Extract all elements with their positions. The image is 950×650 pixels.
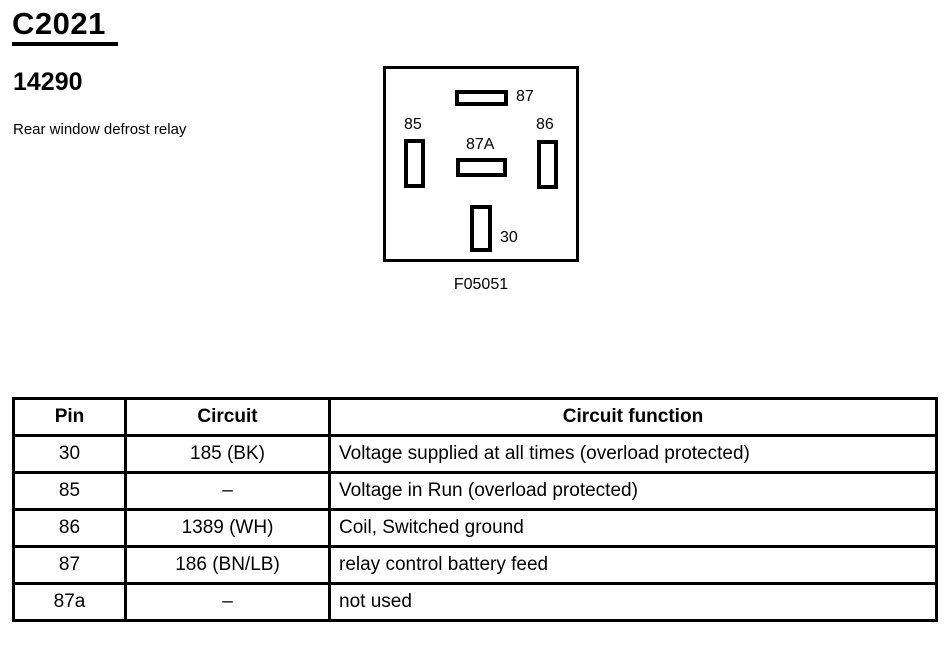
column-header-circuit: Circuit: [124, 397, 331, 437]
diagram-figure-number: F05051: [453, 276, 509, 293]
terminal-blade-86: [537, 140, 558, 189]
cell-circuit: –: [124, 582, 331, 622]
cell-pin: 30: [12, 434, 127, 474]
cell-circuit: 186 (BN/LB): [124, 545, 331, 585]
terminal-blade-87: [455, 90, 508, 106]
part-number: 14290: [13, 68, 83, 96]
terminal-blade-30: [470, 205, 492, 252]
terminal-blade-85: [404, 139, 425, 188]
terminal-label-87: 87: [516, 88, 534, 105]
pin-assignment-table: Pin Circuit Circuit function 30 185 (BK)…: [12, 397, 938, 622]
terminal-label-30: 30: [500, 229, 518, 246]
cell-pin: 85: [12, 471, 127, 511]
cell-circuit: 185 (BK): [124, 434, 331, 474]
table-header-row: Pin Circuit Circuit function: [12, 397, 938, 437]
cell-function: not used: [328, 582, 938, 622]
connector-id-underline: [12, 42, 118, 46]
cell-function: Voltage in Run (overload protected): [328, 471, 938, 511]
table-row: 86 1389 (WH) Coil, Switched ground: [12, 508, 938, 548]
cell-pin: 87: [12, 545, 127, 585]
cell-pin: 87a: [12, 582, 127, 622]
column-header-pin: Pin: [12, 397, 127, 437]
terminal-label-86: 86: [536, 116, 554, 133]
cell-circuit: 1389 (WH): [124, 508, 331, 548]
table-row: 87a – not used: [12, 582, 938, 622]
relay-pinout-diagram: 87 85 86 87A 30: [383, 66, 579, 262]
terminal-label-87a: 87A: [466, 136, 495, 153]
cell-function: Coil, Switched ground: [328, 508, 938, 548]
terminal-label-85: 85: [404, 116, 422, 133]
table-row: 30 185 (BK) Voltage supplied at all time…: [12, 434, 938, 474]
component-description: Rear window defrost relay: [13, 121, 187, 138]
cell-circuit: –: [124, 471, 331, 511]
table-row: 85 – Voltage in Run (overload protected): [12, 471, 938, 511]
terminal-blade-87a: [456, 158, 507, 177]
column-header-circuit-function: Circuit function: [328, 397, 938, 437]
table-row: 87 186 (BN/LB) relay control battery fee…: [12, 545, 938, 585]
cell-pin: 86: [12, 508, 127, 548]
cell-function: Voltage supplied at all times (overload …: [328, 434, 938, 474]
cell-function: relay control battery feed: [328, 545, 938, 585]
connector-id: C2021: [12, 6, 106, 41]
